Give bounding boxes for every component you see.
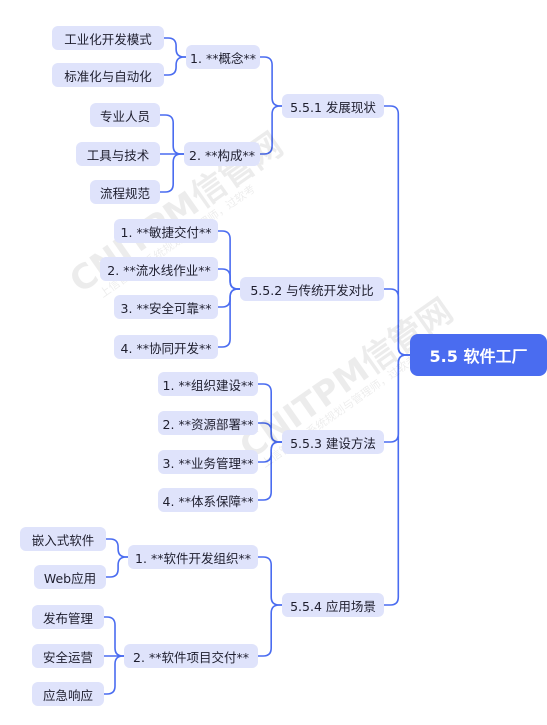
connector-section-5-5-3-node-to-item-system-guarantee [258, 441, 282, 501]
leaf-web-app[interactable]: Web应用 [34, 565, 106, 589]
connector-section-5-5-4-node-to-group-software-org-node [258, 556, 282, 606]
leaf-standardization[interactable]: 标准化与自动化 [52, 63, 164, 87]
group-composition-node[interactable]: 2. **构成** [184, 142, 260, 166]
connector-section-5-5-3-node-to-item-resource-deploy [258, 422, 282, 443]
connector-section-5-5-1-node-to-group-concept-node [260, 56, 282, 107]
item-pipeline-work[interactable]: 2. **流水线作业** [100, 257, 218, 281]
group-software-org-node[interactable]: 1. **软件开发组织** [128, 545, 258, 569]
section-5-5-4-node[interactable]: 5.5.4 应用场景 [282, 593, 384, 617]
item-system-guarantee[interactable]: 4. **体系保障** [158, 488, 258, 512]
leaf-emergency-response[interactable]: 应急响应 [32, 682, 104, 706]
leaf-security-ops[interactable]: 安全运营 [32, 644, 104, 668]
connector-section-5-5-2-node-to-item-secure-reliable [218, 288, 240, 308]
item-business-mgmt[interactable]: 3. **业务管理** [158, 450, 258, 474]
connector-group-project-delivery-node-to-leaf-emergency-response [104, 655, 124, 695]
leaf-professionals[interactable]: 专业人员 [90, 103, 160, 127]
section-5-5-2-node[interactable]: 5.5.2 与传统开发对比 [240, 277, 384, 301]
connector-group-software-org-node-to-leaf-web-app [106, 556, 128, 578]
item-agile-delivery[interactable]: 1. **敏捷交付** [114, 219, 218, 243]
connector-group-composition-node-to-leaf-process-spec [160, 153, 184, 193]
leaf-tools-tech[interactable]: 工具与技术 [76, 142, 160, 166]
connector-root-node-to-section-5-5-2-node [384, 288, 410, 356]
root-node[interactable]: 5.5 软件工厂 [410, 334, 547, 376]
leaf-process-spec[interactable]: 流程规范 [90, 180, 160, 204]
connector-section-5-5-1-node-to-group-composition-node [260, 105, 282, 155]
item-resource-deploy[interactable]: 2. **资源部署** [158, 411, 258, 435]
section-5-5-3-node[interactable]: 5.5.3 建设方法 [282, 430, 384, 454]
connector-section-5-5-4-node-to-group-project-delivery-node [258, 604, 282, 657]
group-project-delivery-node[interactable]: 2. **软件项目交付** [124, 644, 258, 668]
connector-section-5-5-2-node-to-item-agile-delivery [218, 230, 240, 290]
item-org-building[interactable]: 1. **组织建设** [158, 372, 258, 396]
connector-section-5-5-2-node-to-item-collaborative-dev [218, 288, 240, 348]
leaf-embedded-software[interactable]: 嵌入式软件 [20, 527, 106, 551]
connector-group-composition-node-to-leaf-professionals [160, 114, 184, 155]
connector-group-concept-node-to-leaf-industrial-dev-mode [164, 37, 186, 58]
leaf-industrial-dev-mode[interactable]: 工业化开发模式 [52, 26, 164, 50]
connector-group-software-org-node-to-leaf-embedded-software [106, 538, 128, 558]
section-5-5-1-node[interactable]: 5.5.1 发展现状 [282, 94, 384, 118]
connector-group-project-delivery-node-to-leaf-release-mgmt [104, 616, 124, 657]
leaf-release-mgmt[interactable]: 发布管理 [32, 605, 104, 629]
connector-root-node-to-section-5-5-4-node [384, 354, 410, 606]
item-secure-reliable[interactable]: 3. **安全可靠** [114, 295, 218, 319]
group-concept-node[interactable]: 1. **概念** [186, 45, 260, 69]
connector-group-concept-node-to-leaf-standardization [164, 56, 186, 76]
connector-section-5-5-2-node-to-item-pipeline-work [218, 268, 240, 290]
item-collaborative-dev[interactable]: 4. **协同开发** [114, 335, 218, 359]
